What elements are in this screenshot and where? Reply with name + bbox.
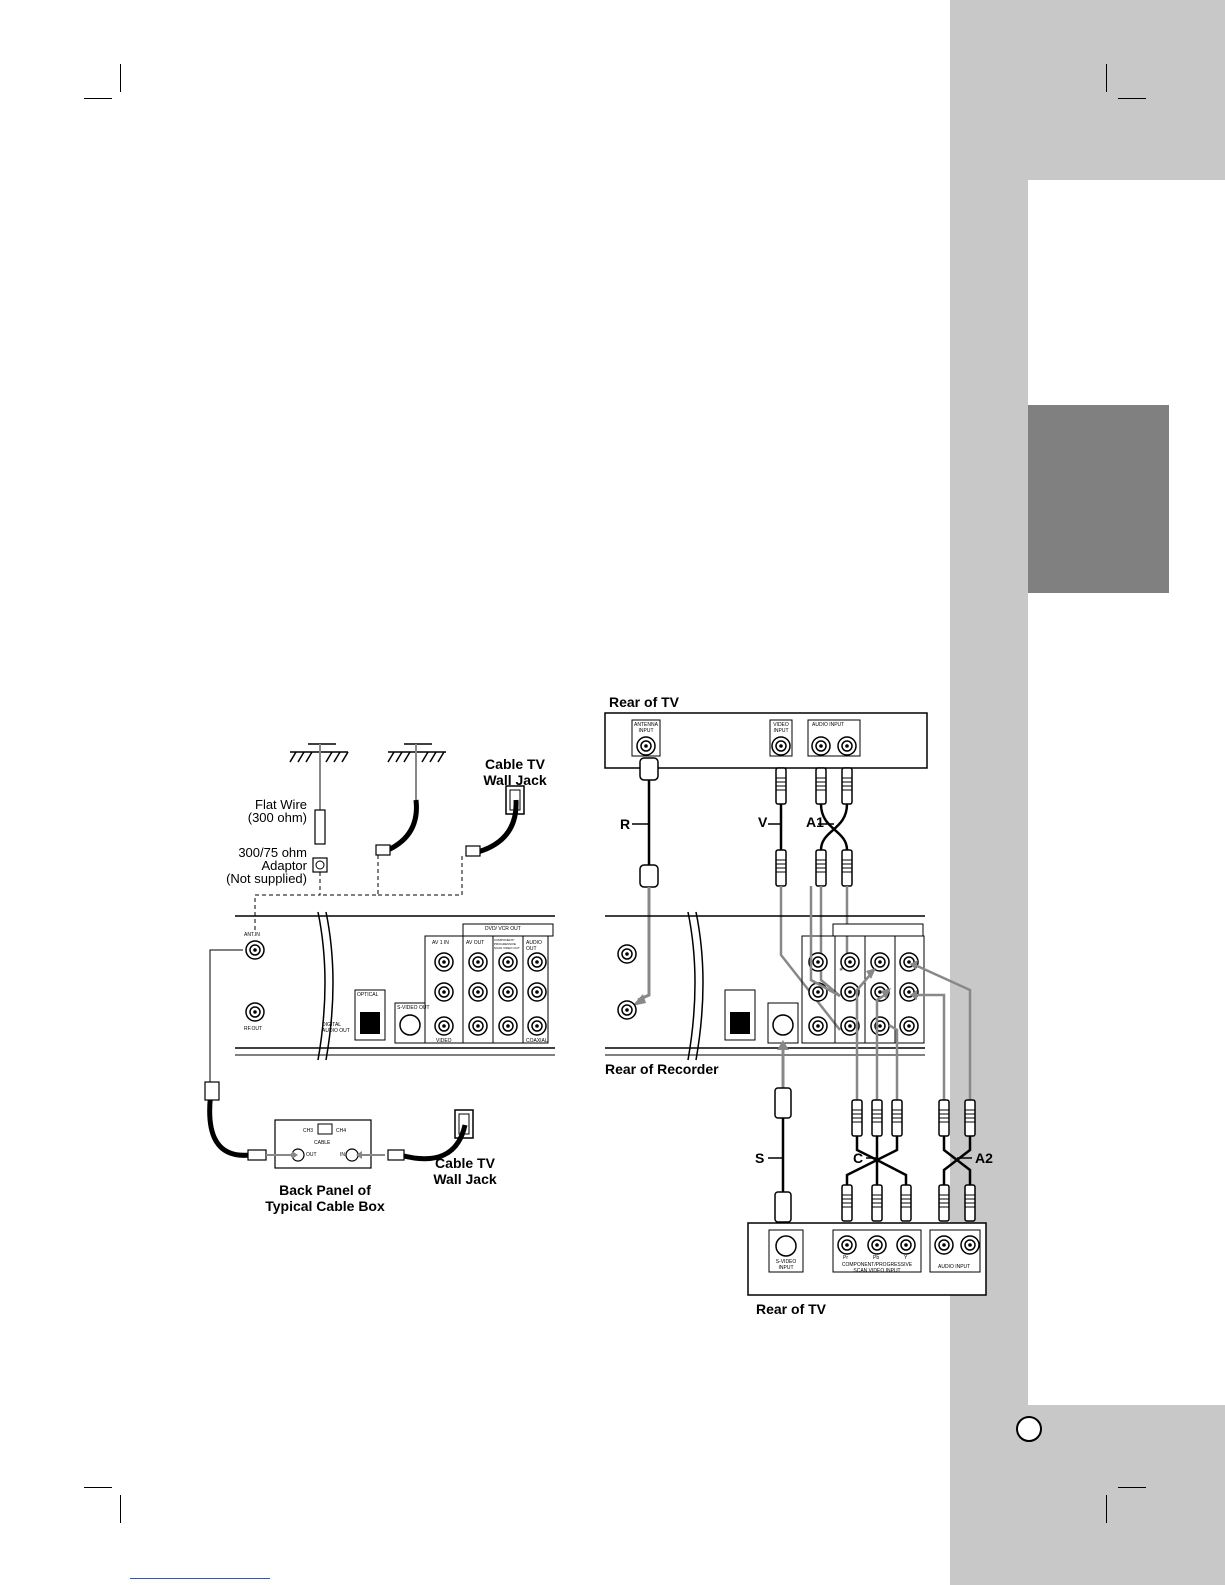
audio-input-label: AUDIO INPUT — [812, 722, 845, 728]
dvd-vcr-out-label: DVD/ VCR OUT — [485, 926, 521, 932]
adaptor-label: Adaptor — [261, 858, 307, 873]
page-number-circle — [1016, 1416, 1042, 1442]
video-cable — [768, 767, 841, 1031]
cable-label-v: V — [758, 814, 768, 830]
cable-box-caption: Back Panel of — [279, 1182, 371, 1198]
audio-cable — [910, 960, 976, 1222]
cable-label: CABLE — [314, 1140, 331, 1146]
adaptor-label: 300/75 ohm — [238, 845, 307, 860]
antenna-icon — [289, 743, 349, 810]
in-label: IN — [340, 1152, 345, 1158]
antenna-cable-diagram — [204, 743, 555, 1169]
av-out-label: AV OUT — [466, 940, 485, 946]
rf-out-label: RF.OUT — [244, 1026, 263, 1032]
crop-mark — [1106, 64, 1107, 92]
tv-recorder-connection-diagram — [604, 712, 987, 1296]
rear-of-tv-label: Rear of TV — [756, 1301, 827, 1317]
audio-input-label: AUDIO INPUT — [938, 1264, 971, 1270]
audio-out-label: AUDIO OUT — [526, 940, 542, 952]
side-tab-gap — [1028, 180, 1225, 1405]
pb-label: Pb — [873, 1255, 880, 1261]
crop-mark — [1106, 1495, 1107, 1523]
cable-label-a2: A2 — [975, 1150, 993, 1166]
crop-mark — [84, 1487, 112, 1488]
side-tab — [950, 0, 1028, 1585]
video-input-label: VIDEO INPUT — [773, 722, 789, 734]
y-label: Y — [904, 1255, 908, 1261]
wall-jack-label: Cable TV — [485, 756, 545, 772]
coaxial-label: COAXIAL — [526, 1038, 548, 1044]
ch4-label: CH4 — [336, 1128, 347, 1134]
video-label: VIDEO — [436, 1038, 452, 1044]
cable-label-a1: A1 — [806, 814, 824, 830]
svideo-cable — [768, 1040, 792, 1223]
adaptor-note: (Not supplied) — [226, 871, 307, 886]
crop-mark — [84, 98, 112, 99]
wall-jack-label: Wall Jack — [483, 772, 547, 788]
flat-wire-label: Flat Wire — [255, 797, 307, 812]
cable-label-s: S — [755, 1150, 765, 1166]
s-video-out-label: S-VIDEO OUT — [397, 1005, 430, 1011]
crop-mark — [1118, 98, 1146, 99]
component-cable — [841, 968, 912, 1222]
out-label: OUT — [306, 1152, 317, 1158]
flat-wire-ohm-label: (300 ohm) — [247, 810, 307, 825]
flat-wire-icon — [314, 809, 326, 845]
pr-label: Pr — [843, 1255, 848, 1261]
side-tab-bottom — [1028, 1405, 1225, 1585]
svideo-input-label: S-VIDEO INPUT — [775, 1259, 797, 1271]
rf-cable — [632, 757, 659, 1006]
ant-in-label: ANT.IN — [244, 932, 260, 938]
crop-mark — [120, 1495, 121, 1523]
optical-label: OPTICAL — [357, 992, 379, 998]
crop-mark — [1118, 1487, 1146, 1488]
side-tab-top — [950, 0, 1225, 180]
cable-label-r: R — [620, 816, 631, 832]
av1-in-label: AV 1 IN — [432, 940, 449, 946]
antenna-input-label: ANTENNA INPUT — [634, 722, 658, 734]
cable-box-caption: Typical Cable Box — [265, 1198, 385, 1214]
rear-of-tv-label: Rear of TV — [609, 694, 680, 710]
wall-jack-label: Wall Jack — [433, 1171, 497, 1187]
rear-of-recorder-label: Rear of Recorder — [605, 1061, 719, 1077]
ch3-label: CH3 — [303, 1128, 314, 1134]
component-input-label: COMPONENT/PROGRESSIVE SCAN VIDEO INPUT — [841, 1262, 913, 1274]
chapter-tab-marker — [1028, 405, 1169, 593]
footer-link-underline — [130, 1578, 270, 1579]
component-out-label: COMPONENT/ PROGRESSIVE SCAN VIDEO OUT — [494, 938, 520, 950]
digital-audio-out-label: DIGITAL AUDIO OUT — [322, 1022, 350, 1034]
crop-mark — [120, 64, 121, 92]
antenna-icon — [387, 743, 446, 800]
cable-label-c: C — [853, 1150, 864, 1166]
wall-jack-label: Cable TV — [435, 1155, 495, 1171]
